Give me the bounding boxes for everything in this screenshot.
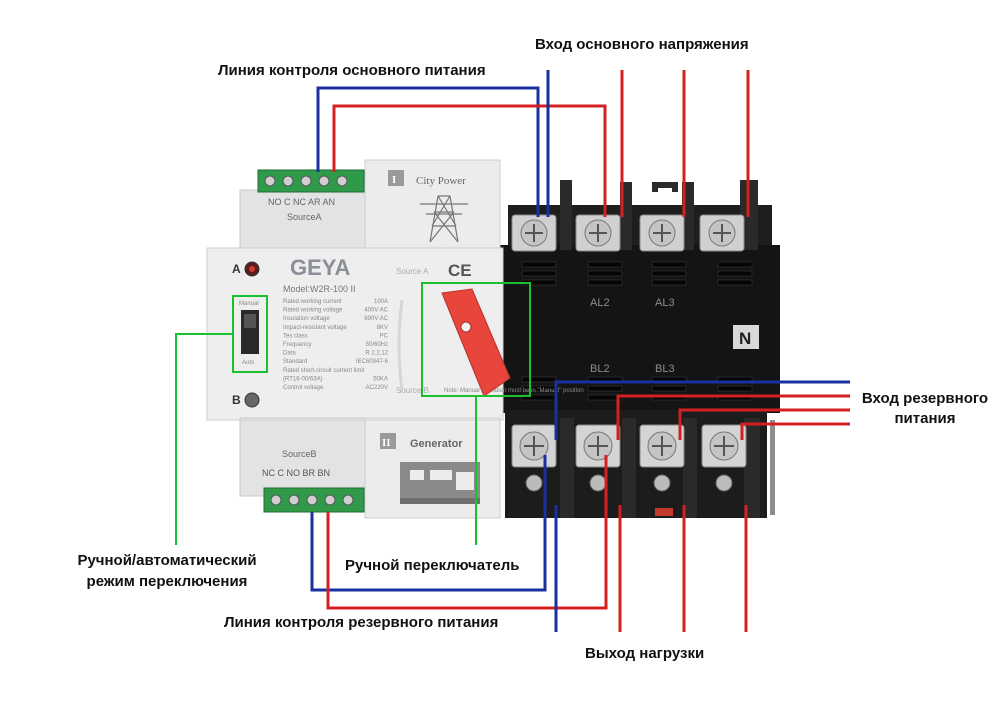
- spec-value: 8KV: [377, 325, 388, 331]
- source-b-tag: Source B: [396, 386, 429, 395]
- neutral-box: [733, 325, 759, 349]
- manual-switch-label: Ручной переключатель: [345, 557, 520, 574]
- generator-icon: [400, 462, 480, 504]
- spec-name: Impact-resistant voltage: [283, 325, 347, 331]
- bottom-screw-terminals: [511, 424, 747, 492]
- main-control-red-wire: [332, 104, 607, 217]
- spec-value: 50/60Hz: [366, 342, 388, 348]
- spec-name: Rated short-circuit current limit: [283, 368, 365, 374]
- roman-one-box: [388, 170, 404, 186]
- source-a-terminal-block: [257, 169, 365, 193]
- backup-control-label: Линия контроля резервного питания: [224, 614, 499, 631]
- backup-input-l2-wire: [678, 408, 850, 440]
- backup-control-red-wire: [326, 455, 608, 610]
- spec-name: Data: [283, 351, 296, 357]
- backup-input-l3-wire: [740, 422, 850, 440]
- mode-auto-label: Auto: [242, 360, 255, 366]
- brand-logo: GEYA: [290, 255, 350, 280]
- main-control-blue-wire: [316, 86, 540, 217]
- load-output-label: Выход нагрузки: [585, 645, 705, 662]
- bottom-terminal-3: [639, 424, 685, 492]
- source-b-terminal-block: [263, 487, 365, 513]
- top-terminal-3: [639, 214, 685, 252]
- backup-input-n-wire: [554, 380, 850, 440]
- source-a-terminal-labels: NO C NC AR AN: [268, 197, 335, 207]
- led-b-label: B: [232, 393, 241, 407]
- source-a-title: SourceA: [287, 212, 322, 222]
- device-body: [206, 159, 504, 519]
- neutral-label: N: [739, 329, 751, 348]
- backup-control-blue-wire: [310, 455, 547, 592]
- top-screw-terminals: [511, 214, 745, 252]
- mode-label-2: режим переключения: [86, 573, 248, 590]
- phase-al3-label: AL3: [655, 297, 675, 309]
- spec-table: Rated working current 100A Rated working v…: [283, 299, 389, 391]
- spec-value: R 2.2.12: [365, 351, 388, 357]
- roman-one-label: I: [392, 174, 396, 186]
- mode-callout-line: [175, 333, 233, 545]
- bottom-terminal-4: [701, 424, 747, 492]
- spec-value: PC: [380, 333, 389, 339]
- spec-name: Control voltage: [283, 385, 324, 391]
- mode-manual-label: Manual: [239, 301, 259, 307]
- spec-name: Frequency: [283, 342, 311, 348]
- led-b-indicator: [244, 392, 260, 408]
- mode-selector-knob[interactable]: [244, 314, 256, 328]
- phase-al2-label: AL2: [590, 297, 610, 309]
- main-input-label: Вход основного напряжения: [535, 36, 749, 53]
- source-b-terminal-labels: NC C NO BR BN: [262, 468, 330, 478]
- spec-name: Insulation voltage: [283, 316, 330, 322]
- phase-bl2-label: BL2: [590, 363, 610, 375]
- wires: [310, 70, 850, 632]
- spec-name: Rated working voltage: [283, 308, 343, 314]
- model-label: Model:W2R-100 II: [283, 284, 356, 294]
- top-terminal-4: [699, 214, 745, 252]
- source-a-tag: Source A: [396, 267, 429, 276]
- city-power-label: City Power: [416, 175, 466, 187]
- backup-input-label-1: Вход резервного: [861, 390, 989, 407]
- top-terminal-2: [575, 214, 621, 252]
- spec-value: 100A: [374, 299, 388, 305]
- roman-two-box: [380, 433, 396, 449]
- bottom-terminal-2: [575, 424, 621, 492]
- roman-two-label: II: [382, 437, 391, 449]
- spec-value: 50KA: [373, 376, 388, 382]
- handle-arc: [397, 299, 404, 391]
- spec-name: Standard: [283, 359, 307, 365]
- generator-label: Generator: [410, 438, 463, 450]
- manual-switch-handle[interactable]: [441, 288, 511, 397]
- backup-input-label-2: питания: [894, 410, 956, 427]
- top-terminal-1: [511, 214, 557, 252]
- main-control-label: Линия контроля основного питания: [218, 62, 486, 79]
- phase-bl3-label: BL3: [655, 363, 675, 375]
- led-a-light: [249, 266, 255, 272]
- backup-input-l1-wire: [616, 394, 850, 440]
- led-a-label: A: [232, 262, 241, 276]
- spec-value: AC220V: [366, 385, 388, 391]
- source-b-title: SourceB: [282, 449, 317, 459]
- mode-label-1: Ручной/автоматический: [77, 552, 257, 569]
- spec-value: 400V AC: [364, 308, 388, 314]
- spec-name: (RT16-00/63A): [283, 376, 323, 382]
- spec-value: IEC60947-6: [356, 359, 389, 365]
- spec-name: Rated working current: [283, 299, 342, 305]
- ce-mark: CE: [448, 261, 472, 280]
- power-tower-icon: [420, 195, 468, 243]
- callout-lines: [175, 333, 477, 545]
- spec-name: Tes class: [283, 333, 308, 339]
- spec-value: 690V AC: [364, 316, 388, 322]
- note-label: Note: Manual operation must be in "Manua…: [444, 388, 584, 394]
